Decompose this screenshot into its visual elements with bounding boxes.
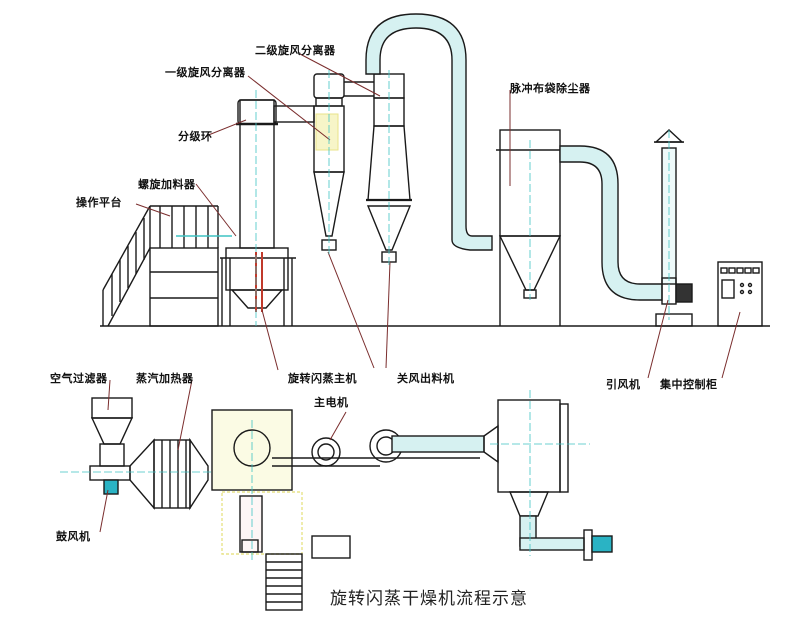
label-flash-dryer-main: 旋转闪蒸主机 [288, 372, 357, 385]
label-pulse-bag-filter: 脉冲布袋除尘器 [510, 82, 591, 95]
label-control-cabinet: 集中控制柜 [660, 378, 718, 391]
label-primary-cyclone: 一级旋风分离器 [165, 66, 246, 79]
gooseneck-duct [365, 13, 493, 251]
primary-cyclone [313, 73, 374, 251]
label-rotary-valve: 关风出料机 [397, 372, 455, 385]
label-induced-draft-fan: 引风机 [606, 378, 641, 391]
label-secondary-cyclone: 二级旋风分离器 [255, 44, 336, 57]
main-unit-plan [211, 409, 351, 559]
bag-filter-plan [497, 399, 613, 561]
fan-duct [559, 145, 663, 301]
operating-platform [102, 205, 219, 327]
pulse-bag-filter [496, 90, 564, 326]
label-steam-heater: 蒸汽加热器 [136, 372, 194, 385]
centerlines [60, 70, 670, 560]
label-screw-feeder: 螺旋加料器 [138, 178, 196, 191]
secondary-cyclone [366, 73, 412, 263]
leader-lines-top [135, 53, 741, 379]
label-main-motor: 主电机 [314, 396, 349, 409]
control-cabinet [717, 261, 763, 327]
label-blower: 鼓风机 [56, 530, 91, 543]
label-operating-platform: 操作平台 [76, 196, 122, 209]
label-classifier-ring: 分级环 [178, 130, 213, 143]
steam-heater [129, 437, 209, 511]
ducts-plan [272, 424, 499, 467]
main-rotor-highlight [255, 252, 263, 312]
label-air-filter: 空气过滤器 [50, 372, 108, 385]
stairs-plan [265, 553, 303, 611]
diagram-title: 旋转闪蒸干燥机流程示意 [330, 589, 528, 609]
leader-lines-bottom [99, 379, 347, 533]
air-filter [89, 397, 134, 495]
drying-tower [176, 99, 315, 326]
